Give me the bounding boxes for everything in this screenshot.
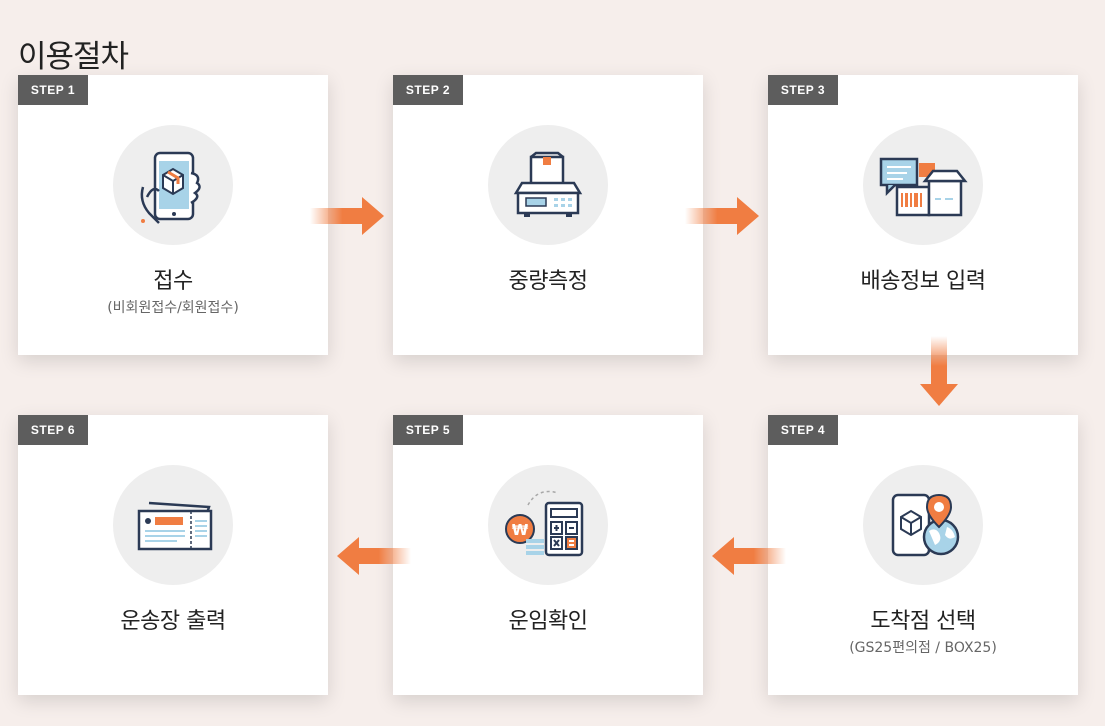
svg-text:₩: ₩ (512, 521, 529, 539)
location-pin-icon (863, 465, 983, 585)
step-badge: STEP 5 (393, 415, 463, 445)
mobile-box-icon (113, 125, 233, 245)
step-title: 운송장 출력 (120, 609, 226, 634)
step-card-5[interactable]: STEP 5 ₩ 운임확인 (393, 415, 703, 695)
step-card-6[interactable]: STEP 6 운송장 출력 (18, 415, 328, 695)
step-card-3[interactable]: STEP 3 배송정보 입력 (768, 75, 1078, 355)
step-badge: STEP 3 (768, 75, 838, 105)
step-title: 운임확인 (508, 609, 588, 634)
step-card-4[interactable]: STEP 4 도착점 선택 (GS25편의점 / BOX25) (768, 415, 1078, 695)
scale-icon (488, 125, 608, 245)
waybill-ticket-icon (113, 465, 233, 585)
step-title: 중량측정 (508, 269, 588, 294)
step-subtitle: (비회원접수/회원접수) (107, 300, 239, 316)
step-badge: STEP 4 (768, 415, 838, 445)
arrow-right-icon (310, 197, 384, 235)
arrow-down-icon (920, 336, 958, 406)
step-card-2[interactable]: STEP 2 중량측정 (393, 75, 703, 355)
step-badge: STEP 2 (393, 75, 463, 105)
step-badge: STEP 6 (18, 415, 88, 445)
step-card-1[interactable]: STEP 1 접수 (비회원접수/회원접수) (18, 75, 328, 355)
arrow-right-icon (685, 197, 759, 235)
arrow-left-icon (712, 537, 786, 575)
step-title: 도착점 선택 (870, 609, 976, 634)
calculator-coin-icon: ₩ (488, 465, 608, 585)
page-title: 이용절차 (18, 38, 129, 75)
shipping-info-icon (863, 125, 983, 245)
arrow-left-icon (337, 537, 411, 575)
step-title: 접수 (153, 269, 193, 294)
step-badge: STEP 1 (18, 75, 88, 105)
step-title: 배송정보 입력 (860, 269, 986, 294)
step-subtitle: (GS25편의점 / BOX25) (849, 640, 997, 656)
